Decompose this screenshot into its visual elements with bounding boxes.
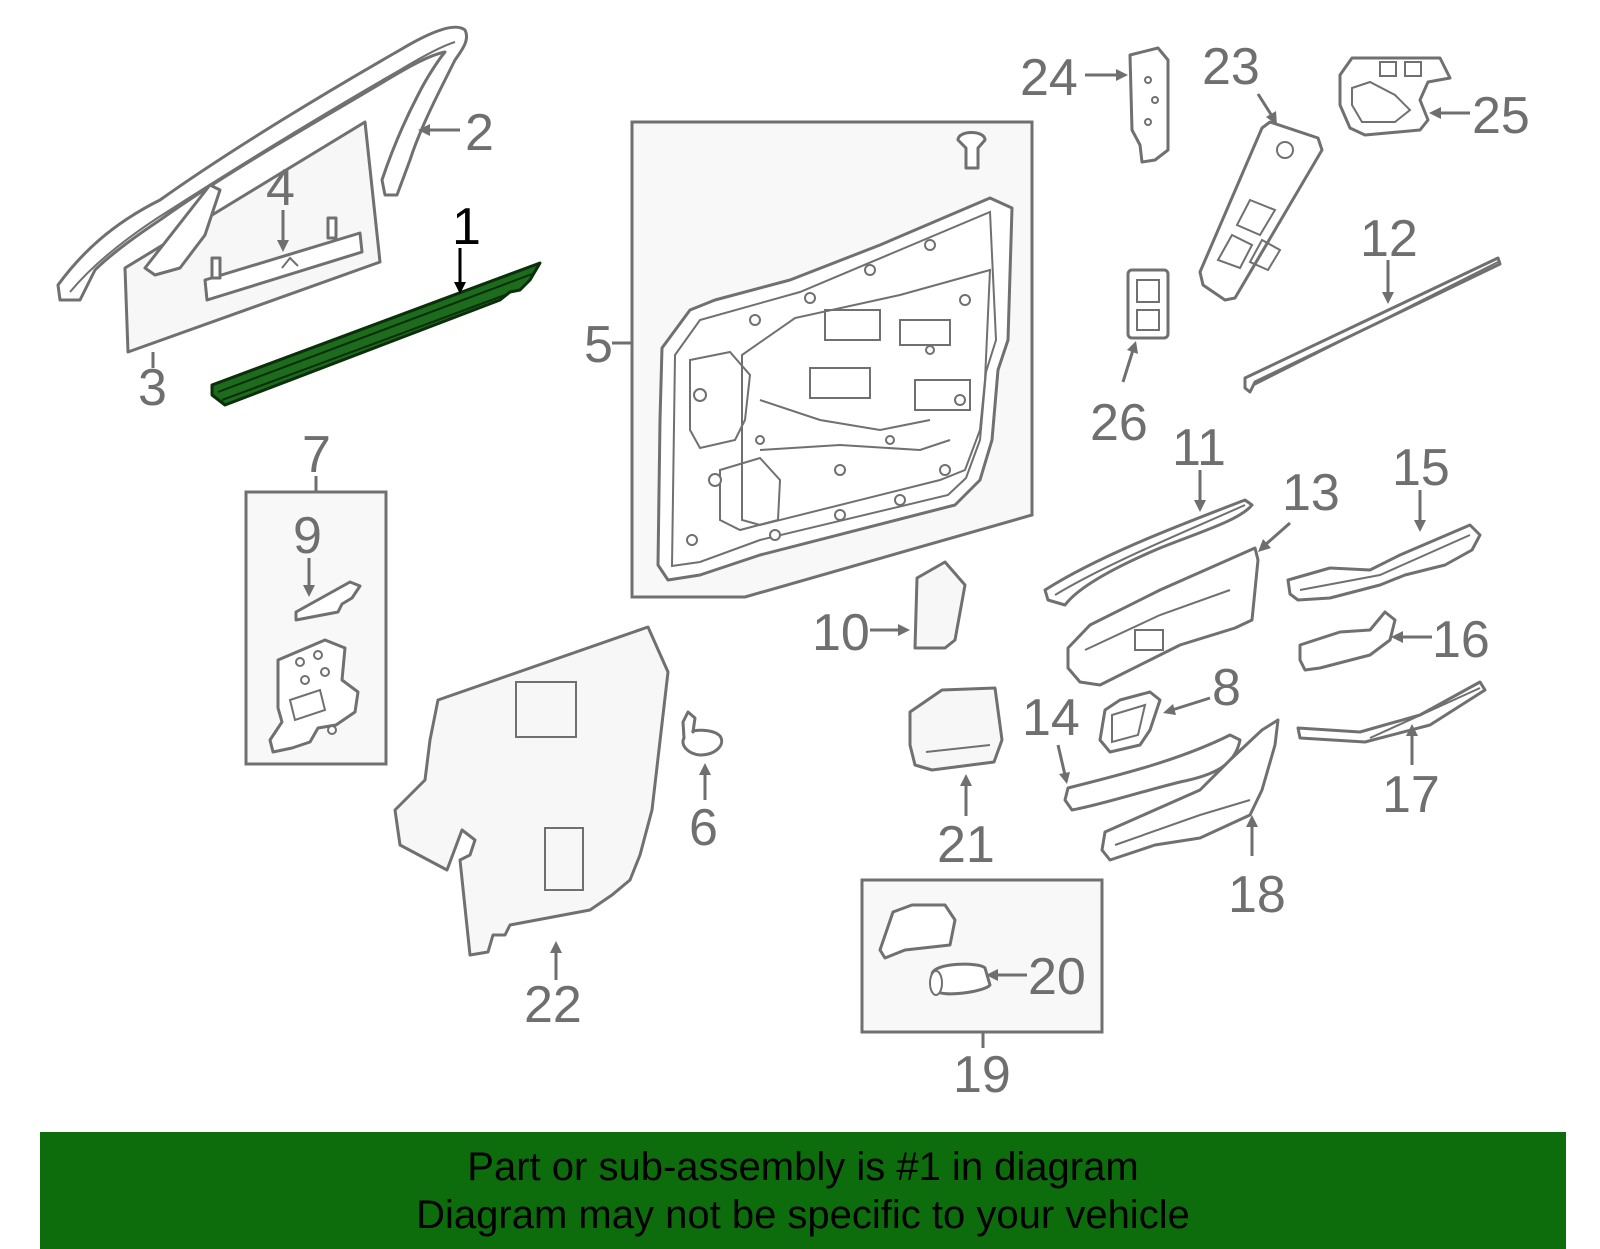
- callout-4: 4: [266, 159, 295, 252]
- part-23-window-switch: [1198, 120, 1324, 302]
- callout-label-4: 4: [266, 159, 295, 217]
- part-11-trim-strip: [1043, 498, 1254, 607]
- callout-label-12: 12: [1360, 210, 1418, 268]
- callout-label-20: 20: [1028, 948, 1086, 1006]
- callout-17: 17: [1382, 724, 1440, 824]
- part-4-glass-bracket: [203, 216, 364, 302]
- callout-1: 1: [452, 198, 481, 294]
- callout-5: 5: [584, 316, 632, 374]
- callout-3: 3: [138, 352, 167, 417]
- callout-23: 23: [1202, 38, 1277, 125]
- callout-11: 11: [1172, 419, 1226, 512]
- part-2-window-frame: [56, 25, 469, 302]
- part-25-seat-switch: [1338, 56, 1452, 137]
- callout-label-5: 5: [584, 316, 613, 374]
- callout-24: 24: [1020, 49, 1128, 107]
- callout-label-24: 24: [1020, 49, 1078, 107]
- callout-label-22: 22: [524, 976, 582, 1034]
- callout-25: 25: [1429, 87, 1530, 145]
- callout-9: 9: [293, 507, 322, 597]
- callout-label-1: 1: [452, 198, 481, 256]
- callout-8: 8: [1163, 659, 1241, 717]
- callout-6: 6: [689, 763, 718, 857]
- callout-label-13: 13: [1282, 464, 1340, 522]
- callout-13: 13: [1258, 464, 1340, 552]
- part-22-water-shield: [393, 625, 670, 957]
- callout-label-11: 11: [1172, 419, 1226, 477]
- callout-10: 10: [812, 604, 910, 662]
- callout-19: 19: [953, 1032, 1011, 1104]
- callout-15: 15: [1392, 439, 1450, 532]
- part-10-trim-piece: [913, 560, 967, 650]
- callout-label-19: 19: [953, 1046, 1011, 1104]
- callout-18: 18: [1228, 815, 1286, 924]
- callout-7: 7: [302, 426, 331, 492]
- callout-label-18: 18: [1228, 866, 1286, 924]
- callout-label-14: 14: [1022, 689, 1080, 747]
- part-24-switch-module: [1128, 46, 1170, 164]
- part-8-inner-handle: [1098, 690, 1162, 754]
- part-16-handle-bracket: [1298, 610, 1397, 672]
- part-26-small-switch: [1126, 268, 1170, 340]
- callout-label-15: 15: [1392, 439, 1450, 497]
- callout-label-9: 9: [293, 507, 322, 565]
- part-13-armrest-panel: [1066, 546, 1260, 687]
- callout-label-8: 8: [1212, 659, 1241, 717]
- callout-26: 26: [1090, 341, 1148, 452]
- info-banner: Part or sub-assembly is #1 in diagram Di…: [40, 1132, 1566, 1249]
- callout-label-21: 21: [937, 816, 995, 874]
- part-1-highlight: [210, 261, 542, 407]
- callout-14: 14: [1022, 689, 1080, 784]
- callout-20: 20: [986, 948, 1086, 1006]
- callout-22: 22: [524, 941, 582, 1034]
- part-19-lamp-assembly: [860, 878, 1104, 1034]
- callout-2: 2: [418, 104, 494, 162]
- part-18-lower-trim-panel: [1100, 718, 1280, 862]
- callout-label-16: 16: [1432, 611, 1490, 669]
- callout-label-6: 6: [689, 799, 718, 857]
- callout-label-23: 23: [1202, 38, 1260, 96]
- part-5-door-inner-panel: [630, 120, 1034, 599]
- part-17-trim-molding: [1296, 680, 1487, 744]
- part-12-weatherstrip: [1243, 256, 1502, 394]
- part-6-clip: [681, 710, 724, 757]
- callout-label-2: 2: [465, 104, 494, 162]
- part-7-hinge-assembly: [244, 490, 388, 766]
- callout-label-7: 7: [302, 426, 331, 484]
- callout-label-17: 17: [1382, 766, 1440, 824]
- part-15-armrest-cover: [1286, 523, 1482, 602]
- part-1-belt-molding: [210, 261, 542, 407]
- callout-16: 16: [1391, 611, 1490, 669]
- banner-line-2: Diagram may not be specific to your vehi…: [416, 1192, 1190, 1237]
- callout-label-10: 10: [812, 604, 870, 662]
- banner-line-1: Part or sub-assembly is #1 in diagram: [467, 1144, 1139, 1189]
- callout-label-25: 25: [1472, 87, 1530, 145]
- callout-12: 12: [1360, 210, 1418, 304]
- part-3-door-glass: [123, 120, 382, 354]
- callout-label-26: 26: [1090, 394, 1148, 452]
- part-21-switch-bezel: [908, 686, 1004, 772]
- callout-label-3: 3: [138, 359, 167, 417]
- callout-21: 21: [937, 774, 995, 874]
